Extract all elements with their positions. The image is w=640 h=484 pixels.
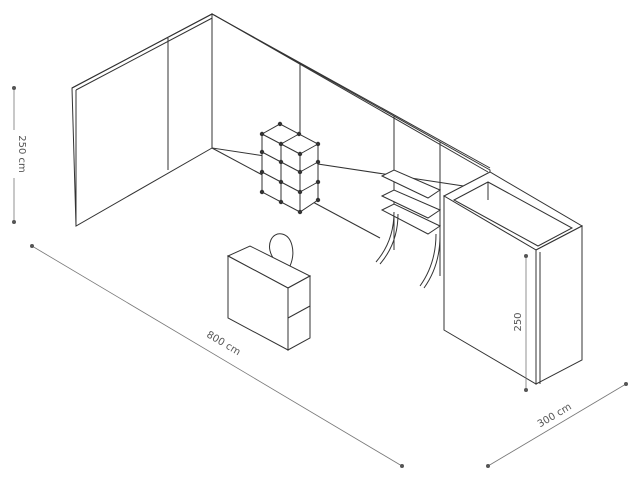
dimension-height-left: 250 cm xyxy=(6,86,27,224)
counter xyxy=(226,245,312,351)
label-height-cabin: 250 xyxy=(513,312,524,331)
label-length: 800 cm xyxy=(204,330,242,359)
dimension-length: 800 cm xyxy=(30,244,404,468)
back-wall-left xyxy=(71,13,217,227)
label-depth: 300 cm xyxy=(536,402,574,431)
wall-shelves xyxy=(375,169,442,289)
dimension-height-cabin: 250 xyxy=(511,254,528,392)
cube-shelf xyxy=(259,121,321,215)
label-height-left: 250 cm xyxy=(16,135,27,173)
storage-cabin xyxy=(442,171,584,385)
dimension-depth: 300 cm xyxy=(486,382,628,468)
